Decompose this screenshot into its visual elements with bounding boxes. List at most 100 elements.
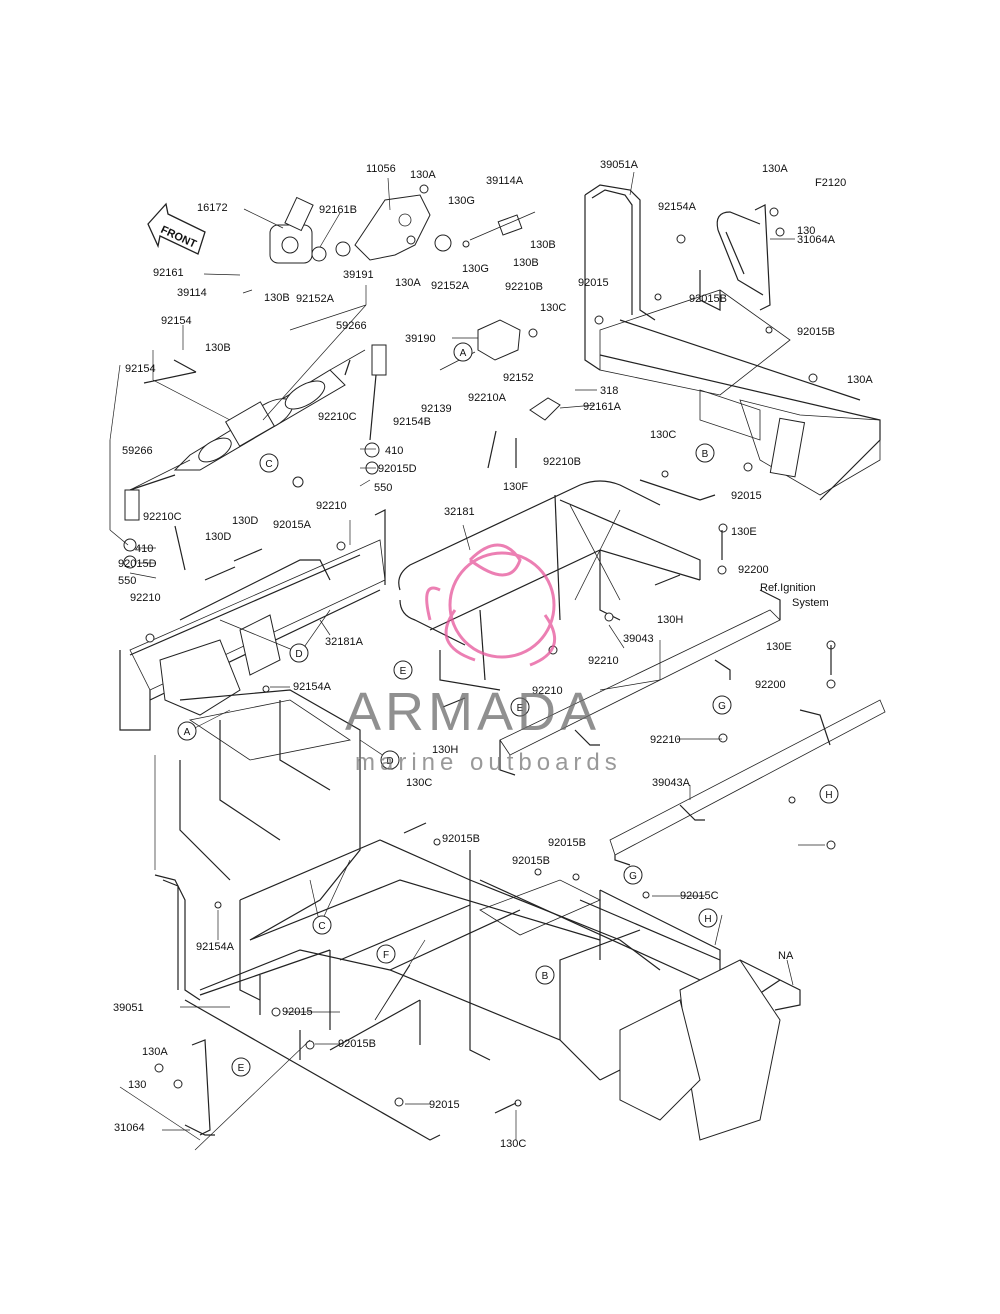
svg-text:G: G [629,871,637,882]
watermark-tagline: marine outboards [355,749,622,776]
tie-rod-right [344,344,387,475]
ref-circle-h-bottom: H [698,908,718,928]
part-label-92015c: 92015C [680,890,719,902]
part-label-130a: 130A [395,277,421,289]
part-label-550: 550 [118,575,136,587]
part-label-92210: 92210 [130,592,161,604]
part-label-130h: 130H [432,744,458,756]
part-label-92015b: 92015B [442,833,480,845]
part-label-92210c: 92210C [318,411,357,423]
part-label-130g: 130G [462,263,489,275]
part-label-92210: 92210 [316,500,347,512]
part-label-92015d: 92015D [118,558,157,570]
svg-text:H: H [825,790,832,801]
part-label-92210b: 92210B [505,281,543,293]
svg-text:A: A [184,727,191,738]
svg-text:Ref.Ignition: Ref.Ignition [760,582,816,594]
watermark-brand: ARMADA [345,682,600,742]
bracket-31064a [716,204,771,311]
part-label-410: 410 [135,543,153,555]
part-label-92200: 92200 [738,564,769,576]
part-label-92210a: 92210A [468,392,507,404]
svg-text:B: B [542,971,549,982]
part-label-92152: 92152 [503,372,534,384]
part-label-130a: 130A [847,374,873,386]
svg-text:B: B [702,449,709,460]
part-label-f2120: F2120 [815,177,846,189]
svg-text:E: E [517,703,524,714]
part-label-550: 550 [374,482,392,494]
tie-rod-left [109,440,176,569]
leader-lines [109,171,825,1151]
part-label-92200: 92200 [755,679,786,691]
svg-text:F: F [383,950,389,961]
ref-circle-d-top: D [289,643,309,663]
ref-circle-a-top: A [453,342,473,362]
center-frame-32181 [398,479,716,691]
gearbox-16172 [269,196,351,264]
part-label-92210b: 92210B [543,456,581,468]
part-label-16172: 16172 [197,202,228,214]
ref-circle-e-top: E [393,660,413,680]
part-label-92154a: 92154A [293,681,332,693]
watermark-logo-icon [425,543,556,667]
part-label-39190: 39190 [405,333,436,345]
part-label-92139: 92139 [421,403,452,415]
ref-circle-c-bottom: C [312,915,332,935]
steering-rack-assembly [129,349,366,491]
part-label-130c: 130C [650,429,676,441]
bracket-39190 [439,319,561,421]
part-label-130h: 130H [657,614,683,626]
shaft-39114a [469,211,536,241]
part-label-318: 318 [600,385,618,397]
part-label-92152a: 92152A [296,293,335,305]
part-label-130b: 130B [264,292,290,304]
part-label-130b: 130B [513,257,539,269]
part-label-92015b: 92015B [548,837,586,849]
part-label-92015b: 92015B [797,326,835,338]
bracket-31064 [184,1039,215,1136]
svg-text:E: E [238,1063,245,1074]
ref-circle-c-top: C [259,453,279,473]
fasteners [143,184,836,1114]
part-label-130a: 130A [762,163,788,175]
part-label-92015: 92015 [731,490,762,502]
ref-circle-b-bottom: B [535,965,555,985]
part-label-92154b: 92154B [393,416,431,428]
part-label-130d: 130D [232,515,258,527]
part-label-92161: 92161 [153,267,184,279]
part-label-92152a: 92152A [431,280,470,292]
part-label-92015d: 92015D [378,463,417,475]
svg-text:A: A [460,348,467,359]
part-label-39191: 39191 [343,269,374,281]
part-label-130a: 130A [142,1046,168,1058]
part-label-92210c: 92210C [143,511,182,523]
part-label-92015a: 92015A [273,519,312,531]
na-label: NA [778,950,794,962]
svg-text:G: G [718,701,726,712]
part-label-130e: 130E [766,641,792,653]
part-label-130d: 130D [205,531,231,543]
part-label-130: 130 [128,1079,146,1091]
lower-frame-39051 [154,874,441,1141]
cross-member-39043 [499,589,781,776]
ref-ignition-note: Ref.Ignition System [760,582,829,609]
ref-circle-f: F [376,944,396,964]
part-label-92015: 92015 [578,277,609,289]
svg-text:E: E [400,666,407,677]
reference-circles: A A B B C C D D E E E F G G H H [177,342,839,1077]
part-label-39114: 39114 [177,287,207,299]
watermark: ARMADA marine outboards [345,543,622,776]
part-label-130: 130 [797,225,815,237]
part-label-92210: 92210 [588,655,619,667]
part-label-130b: 130B [205,342,231,354]
part-label-39043a: 39043A [652,777,691,789]
part-label-92154a: 92154A [196,941,235,953]
part-label-11056: 11056 [366,163,396,175]
part-label-130g: 130G [448,195,475,207]
ref-circle-b-top: B [695,443,715,463]
part-label-59266: 59266 [122,445,153,457]
part-label-92015b: 92015B [689,293,727,305]
